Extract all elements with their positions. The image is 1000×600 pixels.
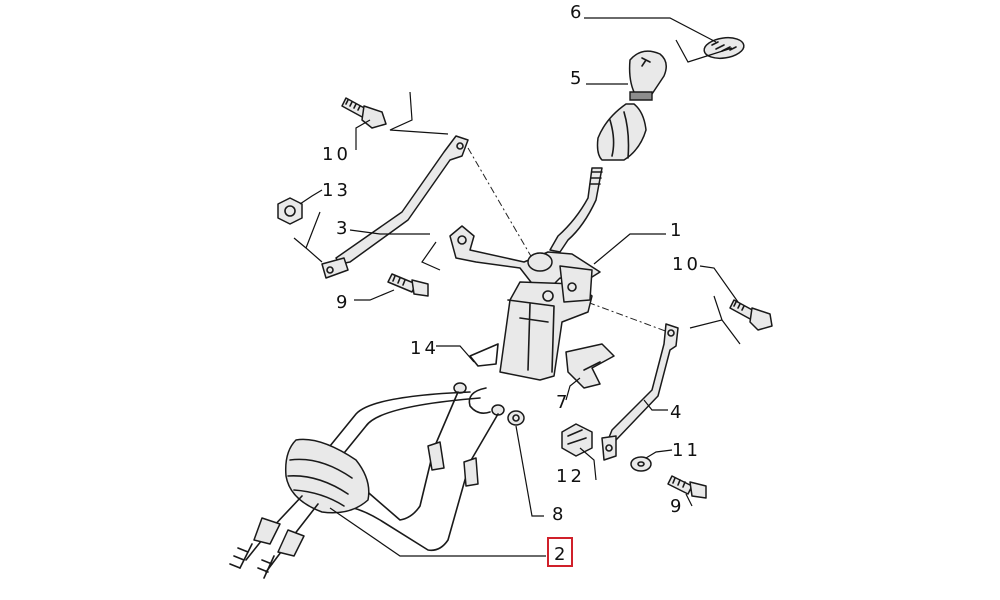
callout-2-highlight-box: [547, 537, 573, 567]
callout-2: 2: [554, 544, 568, 565]
part-11-washer: [630, 456, 652, 472]
part-7-clip: [565, 343, 615, 389]
callout-8: 8: [552, 504, 566, 525]
callout-6: 6: [570, 2, 584, 23]
callout-11: 11: [672, 440, 701, 461]
part-10-bolt-left: [341, 97, 387, 129]
shift-lever-boot: [596, 103, 647, 161]
part-4-selector-rod: [601, 323, 679, 461]
leader-lines: [293, 17, 741, 557]
callout-4: 4: [670, 402, 684, 423]
callout-9-left: 9: [336, 292, 350, 313]
callout-10-left: 10: [322, 144, 351, 165]
part-12-bush: [561, 423, 593, 457]
callout-7: 7: [556, 392, 570, 413]
part-8-washer: [507, 410, 525, 426]
callout-14: 14: [410, 338, 439, 359]
callout-1: 1: [670, 220, 684, 241]
part-10-bolt-right: [729, 299, 773, 331]
callout-12: 12: [556, 466, 585, 487]
part-1-lever-housing: [449, 225, 601, 381]
part-6-knob-cap: [703, 36, 745, 60]
callout-labels: 1 2 3 4 5 6 7 8 9 9 10 10 11 12 13 14: [322, 2, 701, 567]
callout-13: 13: [322, 180, 351, 201]
part-9-bolt-right: [667, 475, 707, 499]
part-5-gear-knob: [628, 50, 667, 101]
part-13-nut: [277, 197, 303, 225]
callout-5: 5: [570, 68, 584, 89]
callout-3: 3: [336, 218, 350, 239]
part-2-gear-cables: [229, 391, 499, 579]
part-9-bolt-left: [387, 273, 429, 297]
gear-lever-shaft: [549, 167, 603, 253]
callout-9-right: 9: [670, 496, 684, 517]
callout-10-right: 10: [672, 254, 701, 275]
part-3-selector-rod: [321, 135, 469, 279]
